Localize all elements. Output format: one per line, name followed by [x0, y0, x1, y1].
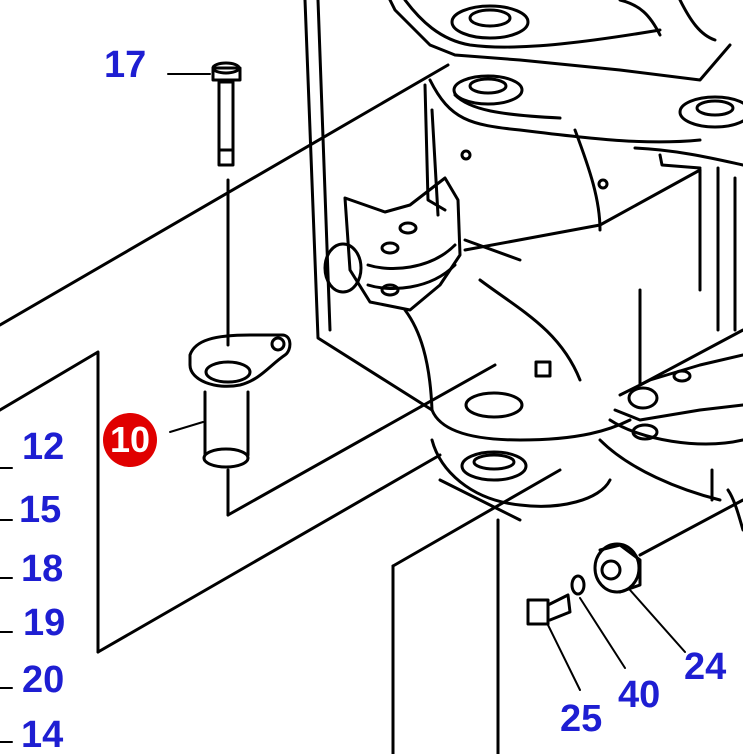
part-label-25[interactable]: 25: [560, 698, 603, 740]
leader-plane-lines: [0, 63, 497, 517]
part-label-24[interactable]: 24: [684, 646, 727, 688]
panel-outline-left: [0, 350, 442, 654]
part-label-15[interactable]: 15: [19, 489, 62, 531]
part-label-18[interactable]: 18: [21, 548, 64, 590]
part-label-40[interactable]: 40: [618, 674, 661, 716]
frame-column: [303, 0, 743, 412]
frame-lower: [430, 360, 743, 532]
collar-24: [593, 498, 743, 594]
bush-10: [188, 333, 292, 469]
part-label-20[interactable]: 20: [22, 659, 65, 701]
part-label-19[interactable]: 19: [23, 602, 66, 644]
part-badge-10[interactable]: 10: [103, 413, 157, 467]
part-label-14[interactable]: 14: [21, 714, 64, 756]
bracket-assembly: [323, 176, 582, 412]
part-label-12[interactable]: 12: [22, 426, 65, 468]
leader-lines: [0, 73, 686, 743]
washer-40: [570, 574, 586, 596]
part-label-17[interactable]: 17: [104, 44, 147, 86]
panel-outline-right: [391, 468, 562, 754]
bracket-right: [613, 288, 743, 441]
bolt-25: [526, 593, 572, 626]
bolt-17: [211, 61, 242, 167]
